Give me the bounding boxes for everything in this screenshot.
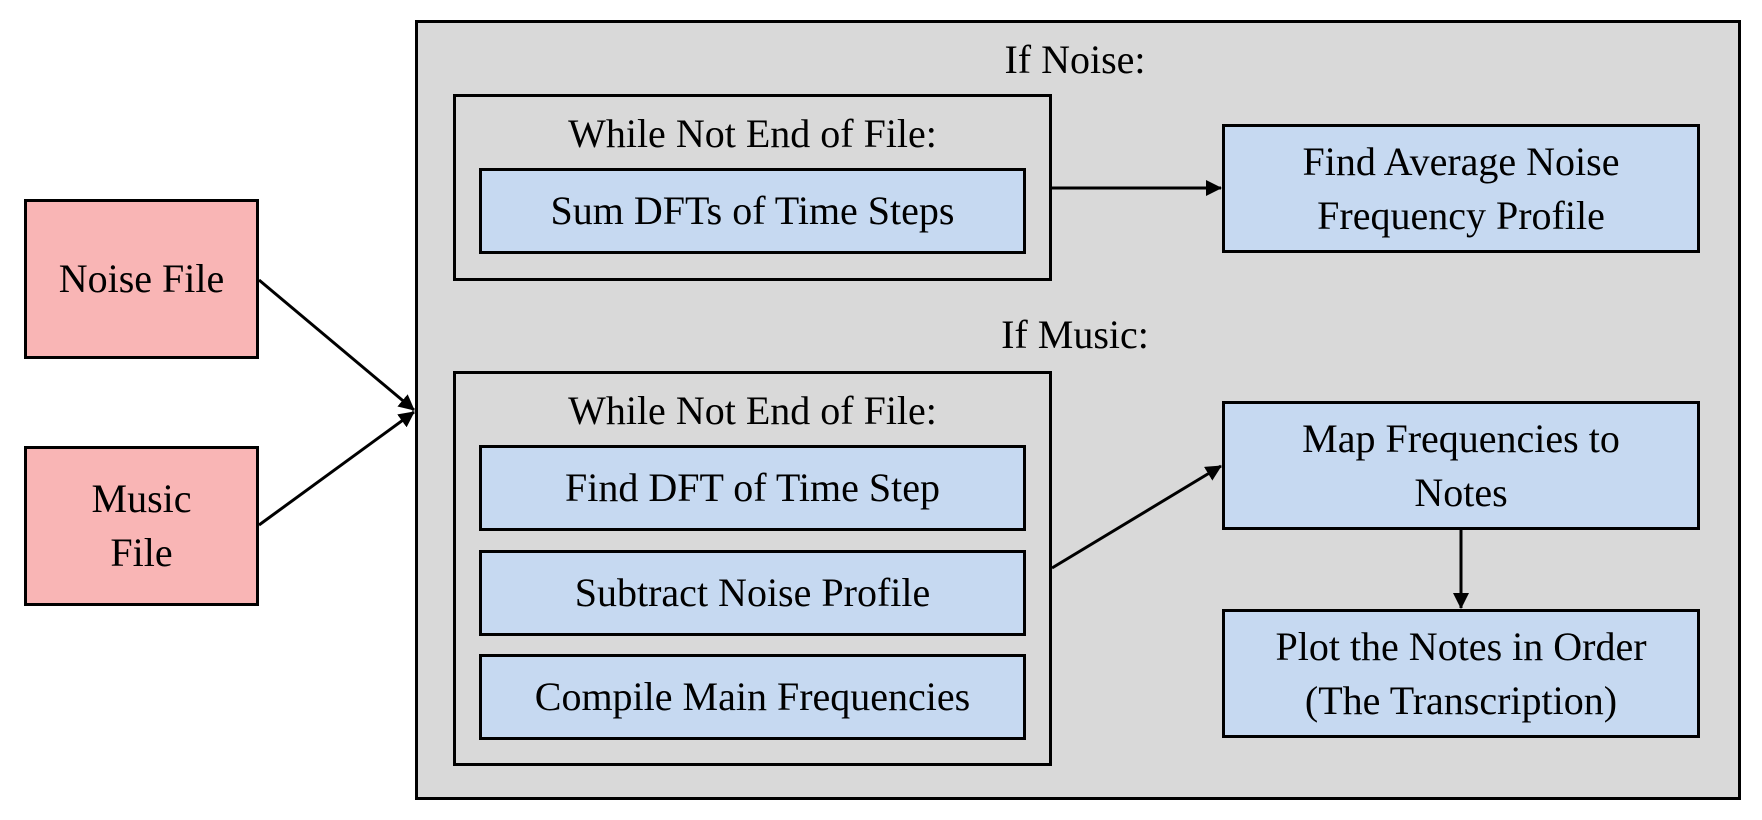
- plot-notes-step: Plot the Notes in Order (The Transcripti…: [1222, 609, 1700, 738]
- average-noise-profile-step: Find Average Noise Frequency Profile: [1222, 124, 1700, 253]
- map-frequencies-step: Map Frequencies to Notes: [1222, 401, 1700, 530]
- subtract-noise-label: Subtract Noise Profile: [574, 570, 931, 615]
- find-dft-step: Find DFT of Time Step: [479, 445, 1026, 531]
- music-loop-to-map-arrow: [1051, 464, 1222, 570]
- music-file-label-line2: File: [110, 530, 173, 575]
- compile-frequencies-label: Compile Main Frequencies: [534, 674, 971, 719]
- if-noise-heading: If Noise:: [1004, 37, 1146, 82]
- music-loop-box: [453, 371, 1052, 766]
- noise-file-label: Noise File: [58, 256, 225, 301]
- music-file-box: Music File: [24, 446, 259, 606]
- plot-notes-label-line1: Plot the Notes in Order: [1275, 623, 1647, 669]
- average-noise-label-line1: Find Average Noise: [1302, 138, 1620, 184]
- find-dft-label: Find DFT of Time Step: [565, 465, 940, 510]
- subtract-noise-step: Subtract Noise Profile: [479, 550, 1026, 636]
- map-frequencies-label-line2: Notes: [1414, 469, 1508, 515]
- plot-notes-label-line2: (The Transcription): [1304, 677, 1618, 723]
- music-file-arrow: [258, 410, 415, 527]
- sum-dfts-label: Sum DFTs of Time Steps: [550, 188, 955, 233]
- sum-dfts-step: Sum DFTs of Time Steps: [479, 168, 1026, 254]
- music-loop-label: While Not End of File:: [568, 388, 937, 433]
- noise-file-box: Noise File: [24, 199, 259, 359]
- noise-file-arrow: [258, 278, 415, 412]
- noise-loop-box: [453, 94, 1052, 281]
- noise-loop-label: While Not End of File:: [568, 111, 937, 156]
- compile-frequencies-step: Compile Main Frequencies: [479, 654, 1026, 740]
- music-file-label-line1: Music: [91, 476, 192, 521]
- if-music-heading: If Music:: [1001, 312, 1149, 357]
- average-noise-label-line2: Frequency Profile: [1317, 192, 1605, 238]
- map-frequencies-label-line1: Map Frequencies to: [1302, 415, 1620, 461]
